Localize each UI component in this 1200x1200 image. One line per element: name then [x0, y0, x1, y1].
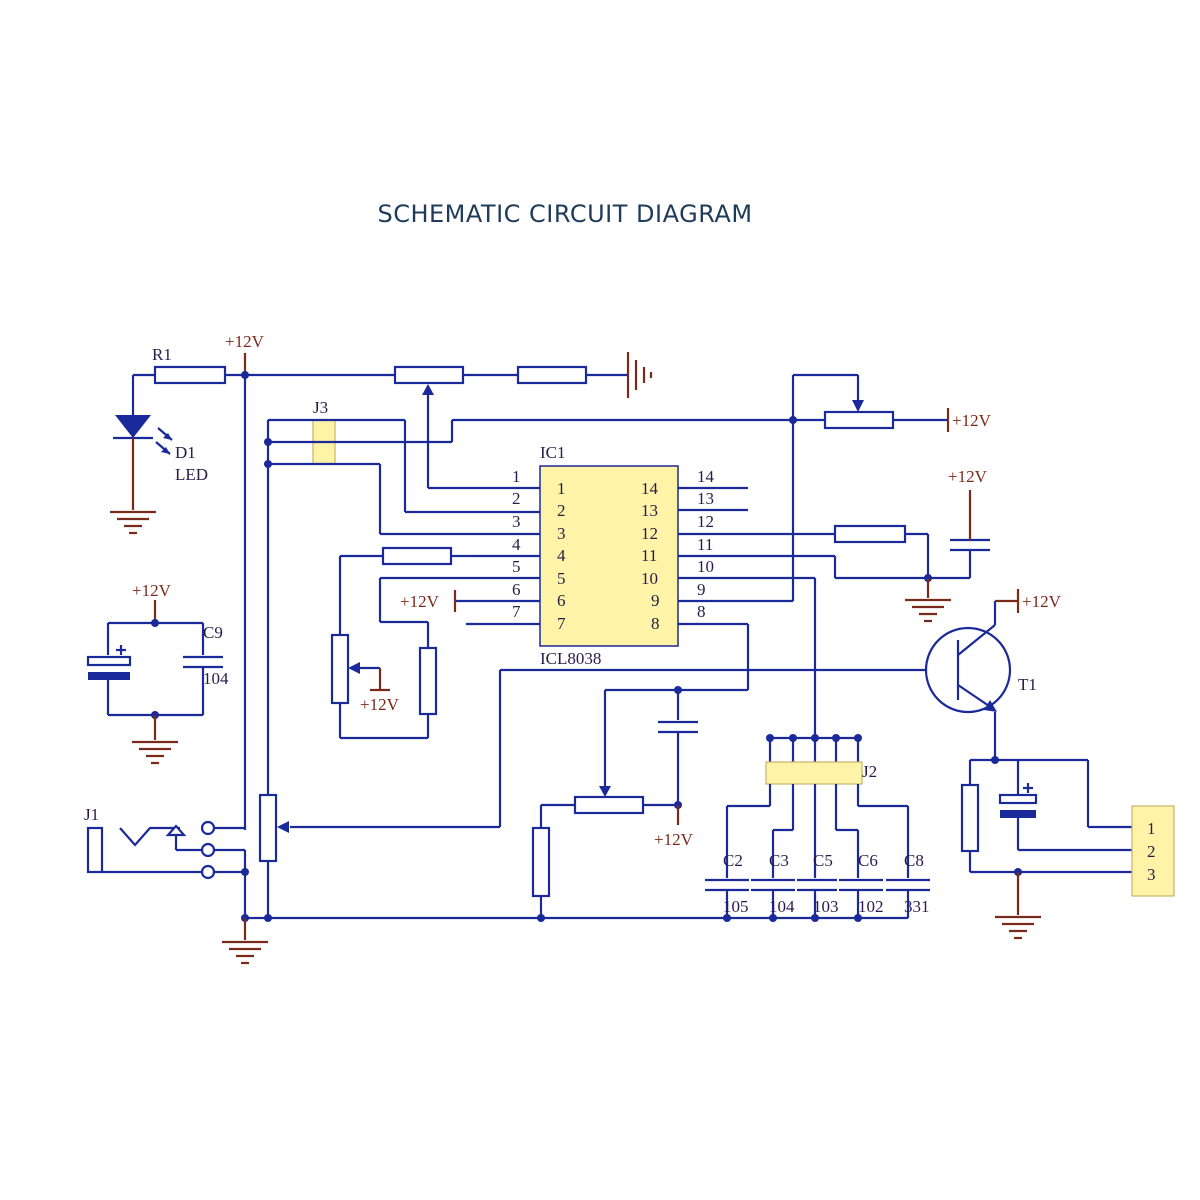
cap-value-label: 102 — [858, 897, 884, 916]
potentiometer-right-top — [823, 410, 895, 430]
pin-outer-right: 12 — [697, 512, 714, 531]
pin-inner-right: 9 — [651, 591, 660, 610]
capacitor-pin11 — [950, 538, 990, 552]
supply-label-freq-pot: +12V — [654, 830, 694, 849]
d1-label: D1 — [175, 443, 196, 462]
cap-value-label: 104 — [769, 897, 795, 916]
ground-symbol-led — [110, 510, 156, 535]
supply-label-pin4-pot: +12V — [360, 695, 400, 714]
d1-led — [113, 415, 173, 455]
electrolytic-capacitor-c9-left — [86, 645, 132, 680]
resistor-pin5 — [418, 646, 438, 716]
led-label: LED — [175, 465, 208, 484]
output-pin-label: 2 — [1147, 842, 1156, 861]
potentiometer-frequency — [573, 795, 645, 815]
pin-outer-left: 1 — [512, 467, 521, 486]
cap-name-label: C2 — [723, 851, 743, 870]
pin-outer-right: 8 — [697, 602, 706, 621]
cap-name-label: C3 — [769, 851, 789, 870]
pin-outer-right: 11 — [697, 535, 713, 554]
cap-value-label: 103 — [813, 897, 839, 916]
j1-audio-jack — [86, 820, 216, 880]
output-pin-label: 1 — [1147, 819, 1156, 838]
ic1-label: IC1 — [540, 443, 566, 462]
resistor-top-right — [516, 365, 588, 385]
pin-inner-left: 6 — [557, 591, 566, 610]
t1-label: T1 — [1018, 675, 1037, 694]
pin-outer-left: 3 — [512, 512, 521, 531]
supply-label-top: +12V — [225, 332, 265, 351]
potentiometer-output-level — [258, 793, 289, 863]
j3-label: J3 — [313, 398, 328, 417]
pin-inner-right: 8 — [651, 614, 660, 633]
capacitor-c6 — [839, 878, 883, 892]
ic-part-label: ICL8038 — [540, 649, 601, 668]
capacitor-timing — [658, 720, 698, 734]
pin-outer-right: 14 — [697, 467, 715, 486]
pin-inner-right: 13 — [641, 501, 658, 520]
pin-inner-right: 11 — [641, 546, 657, 565]
pin-inner-right: 12 — [641, 524, 658, 543]
supply-label-cap-pin11: +12V — [948, 467, 988, 486]
ground-symbol-pin11 — [905, 598, 951, 623]
supply-label-right-pot: +12V — [952, 411, 992, 430]
pin-inner-right: 10 — [641, 569, 658, 588]
pin-outer-left: 7 — [512, 602, 521, 621]
cap-name-label: C6 — [858, 851, 878, 870]
ic1-chip — [539, 465, 679, 647]
t1-transistor — [924, 624, 1012, 714]
capacitor-c5 — [797, 878, 837, 892]
ground-symbol-main — [222, 940, 268, 965]
page-title: SCHEMATIC CIRCUIT DIAGRAM — [377, 200, 753, 228]
pin-inner-right: 14 — [641, 479, 659, 498]
electrolytic-capacitor-output — [998, 783, 1038, 818]
output-pin-label: 3 — [1147, 865, 1156, 884]
j1-label: J1 — [84, 805, 99, 824]
pin-inner-left: 2 — [557, 501, 566, 520]
ground-symbol-output — [995, 915, 1041, 940]
supply-label-pin6: +12V — [400, 592, 440, 611]
r1-resistor — [133, 365, 245, 385]
capacitor-c8 — [886, 878, 930, 892]
cap-name-label: C5 — [813, 851, 833, 870]
pin-outer-left: 6 — [512, 580, 521, 599]
pin-inner-left: 7 — [557, 614, 566, 633]
resistor-frequency — [531, 826, 551, 898]
resistor-output — [960, 783, 980, 853]
cap-name-label: C8 — [904, 851, 924, 870]
output-connector — [1131, 805, 1175, 897]
capacitor-c9 — [183, 655, 223, 669]
j2-label: J2 — [862, 762, 877, 781]
capacitor-c3 — [751, 878, 795, 892]
c9-label: C9 — [203, 623, 223, 642]
ground-symbol-c9 — [132, 740, 178, 765]
pin-outer-left: 5 — [512, 557, 521, 576]
ground-symbol-top — [626, 352, 653, 398]
potentiometer-pin4 — [330, 633, 390, 705]
pin-outer-right: 13 — [697, 489, 714, 508]
pin-outer-left: 2 — [512, 489, 521, 508]
pin-outer-right: 9 — [697, 580, 706, 599]
resistor-pin12 — [833, 524, 907, 544]
pin-inner-left: 3 — [557, 524, 566, 543]
pin-inner-left: 5 — [557, 569, 566, 588]
capacitor-c2 — [705, 878, 749, 892]
c9-value: 104 — [203, 669, 229, 688]
pin-outer-left: 4 — [512, 535, 521, 554]
j2-jumper — [765, 761, 863, 785]
supply-label-c9: +12V — [132, 581, 172, 600]
resistor-pin4 — [381, 546, 453, 566]
cap-value-label: 331 — [904, 897, 930, 916]
supply-label-t1: +12V — [1022, 592, 1062, 611]
pin-inner-left: 1 — [557, 479, 566, 498]
r1-label: R1 — [152, 345, 172, 364]
pin-outer-right: 10 — [697, 557, 714, 576]
pin-inner-left: 4 — [557, 546, 566, 565]
cap-value-label: 105 — [723, 897, 749, 916]
